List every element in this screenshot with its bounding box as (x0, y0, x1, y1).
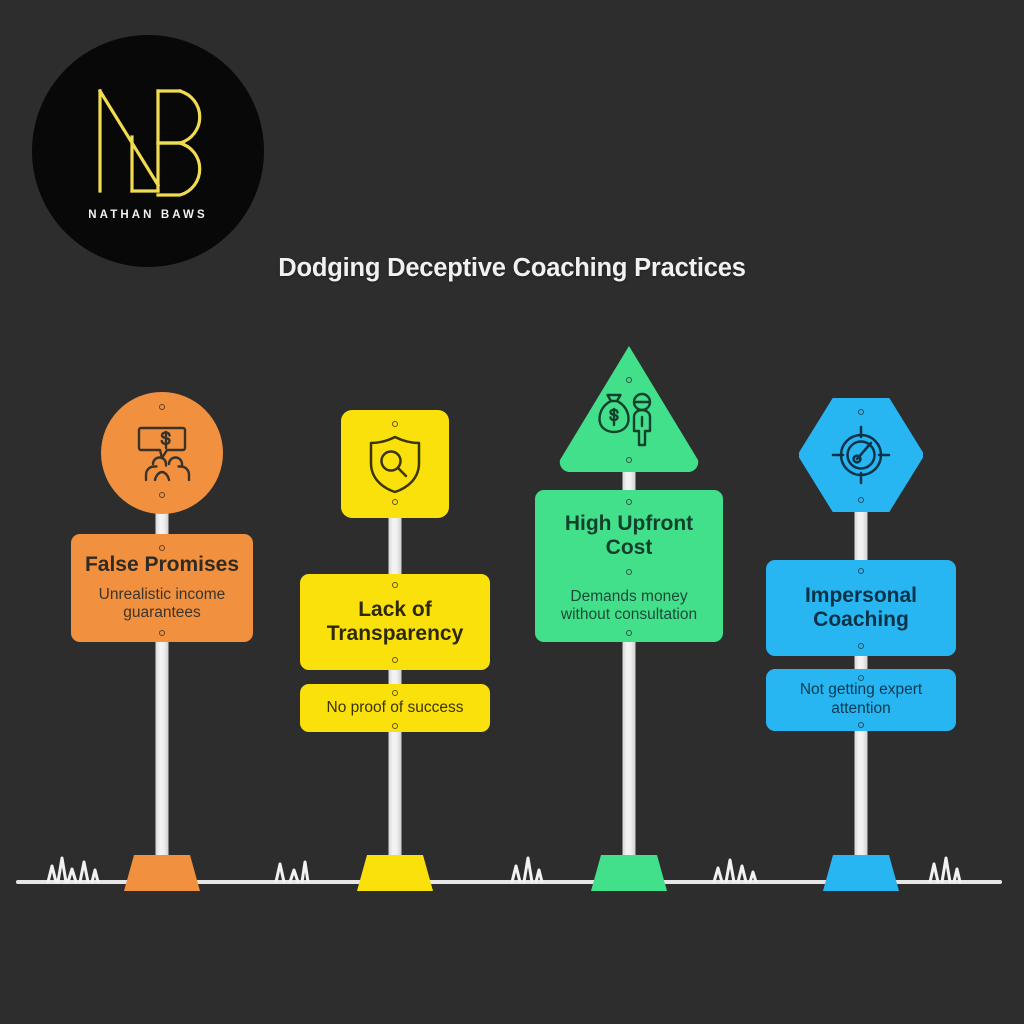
signpost-impersonal-coaching: Impersonal Coaching Not getting expert a… (731, 0, 991, 1024)
sign-bolt (858, 497, 864, 503)
sign-bolt (392, 499, 398, 505)
page-title: Dodging Deceptive Coaching Practices (278, 254, 746, 282)
sign-base (124, 855, 200, 891)
money-bag-person-icon (598, 392, 652, 447)
sign-bolt (159, 630, 165, 636)
sign-bolt (626, 457, 632, 463)
sign-bolt (159, 545, 165, 551)
sign-panel-sub[interactable]: Not getting expert attention (766, 669, 956, 731)
sign-bolt (626, 377, 632, 383)
brand-logo: NATHAN BAWS (32, 35, 264, 267)
sign-bolt (858, 568, 864, 574)
sign-bolt (392, 657, 398, 663)
sign-panel-main[interactable]: False Promises Unrealistic income guaran… (71, 534, 253, 642)
signpost-lack-of-transparency: Lack of Transparency No proof of success (265, 0, 525, 1024)
sign-bolt (626, 499, 632, 505)
shield-magnifier-icon (369, 435, 421, 494)
sign-head-triangle (556, 344, 702, 472)
brand-name: NATHAN BAWS (88, 209, 208, 221)
sign-bolt (858, 675, 864, 681)
nb-monogram-icon (97, 88, 202, 197)
sign-title: False Promises (84, 552, 240, 576)
sign-subtitle: Not getting expert attention (799, 681, 923, 717)
sign-bolt (392, 582, 398, 588)
sign-title: High Upfront Cost (564, 512, 694, 559)
sign-base (591, 855, 667, 891)
sign-subtitle: Unrealistic income guarantees (98, 585, 226, 622)
sign-bolt (392, 690, 398, 696)
sign-bolt (858, 722, 864, 728)
sign-bolt (159, 404, 165, 410)
sign-bolt (858, 643, 864, 649)
sign-bolt (626, 630, 632, 636)
sign-bolt (392, 723, 398, 729)
sign-panel-title[interactable]: Lack of Transparency (300, 574, 490, 670)
sign-base (357, 855, 433, 891)
sign-title: Lack of Transparency (326, 598, 464, 645)
sign-bolt (392, 421, 398, 427)
target-clock-icon (831, 425, 891, 485)
sign-bolt (858, 409, 864, 415)
signpost-false-promises: False Promises Unrealistic income guaran… (32, 0, 292, 1024)
sign-bolt (159, 492, 165, 498)
sign-panel-title[interactable]: Impersonal Coaching (766, 560, 956, 656)
sign-head-hexagon (799, 398, 923, 512)
sign-subtitle: No proof of success (326, 698, 464, 716)
sign-title: Impersonal Coaching (804, 584, 918, 631)
sign-subtitle: Demands money without consultation (560, 587, 698, 624)
sign-bolt (626, 569, 632, 575)
signpost-high-upfront-cost: High Upfront Cost Demands money without … (499, 0, 759, 1024)
sign-panel-main[interactable]: High Upfront Cost Demands money without … (535, 490, 723, 642)
money-speech-bubble-people-icon (137, 426, 191, 482)
sign-base (823, 855, 899, 891)
